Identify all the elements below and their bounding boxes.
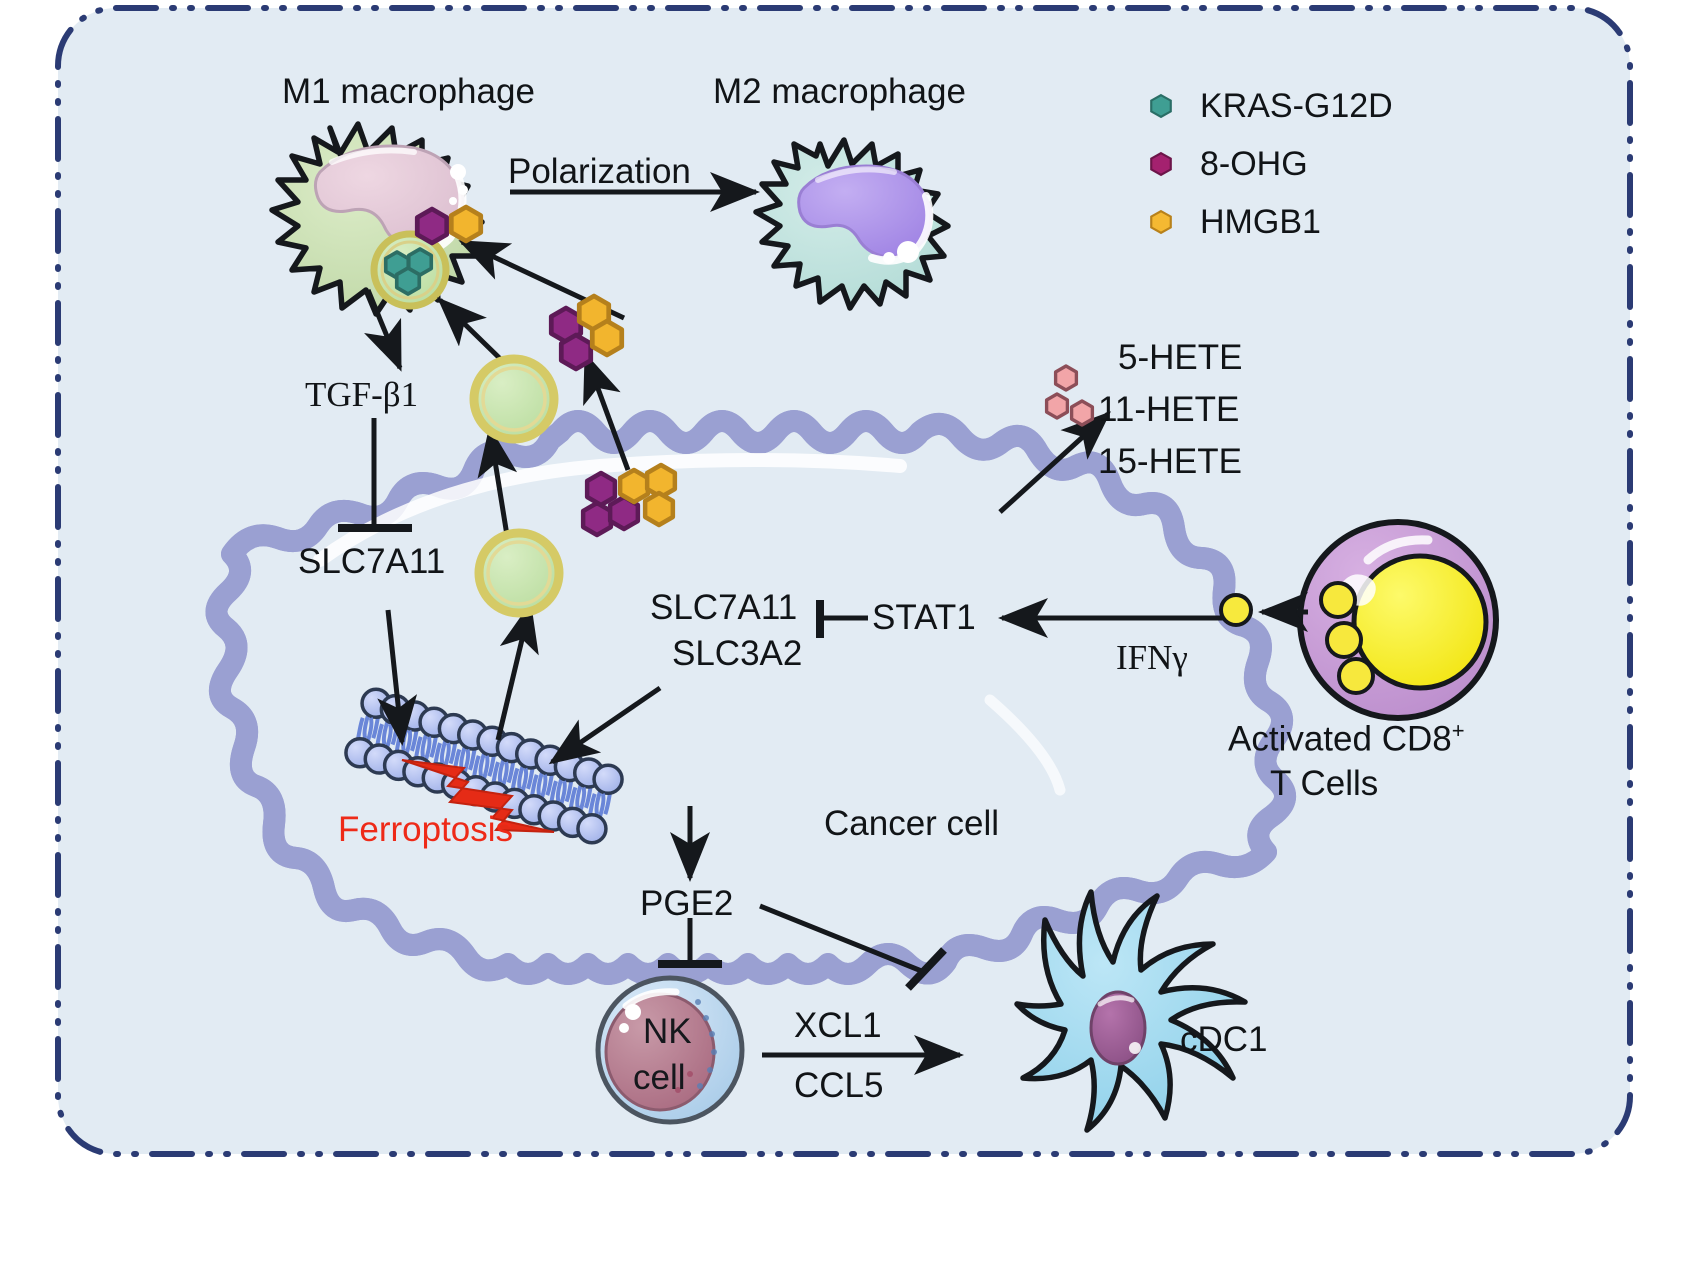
label-m2-macrophage: M2 macrophage (713, 72, 966, 111)
label-polarization: Polarization (508, 152, 691, 191)
hete-particle (1069, 399, 1095, 427)
inhibit-pge2-nk (658, 918, 722, 968)
lipid-head (592, 763, 624, 796)
label-15-hete: 15-HETE (1098, 442, 1242, 481)
lipid-head (576, 812, 608, 845)
exosome-lower (474, 528, 564, 618)
label-cd8-line2: T Cells (1270, 764, 1379, 803)
hexagon-icon (1150, 209, 1172, 235)
hexagon-icon (1150, 151, 1172, 177)
label-5-hete: 5-HETE (1118, 338, 1243, 377)
legend-item-kras: KRAS-G12D (1148, 82, 1393, 130)
hmgb1-particle (617, 467, 651, 505)
label-cd8-line1: Activated CD8+ (1228, 718, 1465, 760)
arrow-membrane-to-vesicle (495, 602, 539, 741)
hmgb1-particle (642, 490, 676, 528)
arrow-cancer-to-damps (583, 352, 631, 471)
label-nk-line1: NK (643, 1012, 692, 1051)
legend-item-8ohg: 8-OHG (1148, 140, 1393, 188)
label-ifn-gamma: IFNγ (1116, 638, 1188, 677)
hete-particle (1044, 392, 1070, 420)
label-cd8-text: Activated CD8 (1228, 719, 1452, 759)
label-nk-line2: cell (633, 1058, 686, 1097)
label-tgf-beta1: TGF-β1 (305, 375, 419, 414)
label-pge2: PGE2 (640, 884, 734, 923)
label-ccl5: CCL5 (794, 1066, 884, 1105)
label-slc7a11-left: SLC7A11 (298, 542, 446, 581)
inhibit-stat1-slc (816, 600, 868, 638)
8-ohg-particle (414, 206, 450, 246)
label-stat1: STAT1 (872, 598, 976, 637)
legend-item-hmgb1: HMGB1 (1148, 198, 1393, 246)
label-cancer-cell: Cancer cell (824, 804, 1000, 843)
8-ohg-particle (558, 332, 594, 372)
inhibit-tgfb1-slc7a11 (338, 418, 412, 532)
arrow-cancer-to-hetes (998, 411, 1111, 514)
hete-particle (1053, 364, 1079, 392)
m2-macrophage-cell (753, 137, 951, 311)
8-ohg-particle (584, 470, 618, 508)
label-11-hete: 11-HETE (1098, 390, 1240, 429)
legend-label-kras: KRAS-G12D (1200, 86, 1393, 125)
nk-cell (595, 975, 745, 1125)
cd8-t-cell (1297, 519, 1499, 721)
hmgb1-particle (589, 318, 625, 358)
8-ohg-particle (580, 500, 614, 538)
exosome-upper (469, 354, 559, 444)
inhibition-group (338, 418, 947, 991)
label-cd8-superscript: + (1451, 718, 1465, 743)
8-ohg-particle (607, 494, 641, 532)
label-cdc1: cDC1 (1180, 1020, 1268, 1059)
hmgb1-particle (448, 204, 484, 244)
arrow-slc-to-ferroptosis (548, 685, 662, 765)
ifn-gamma-particle (1219, 593, 1253, 627)
kras-g12d-particle (394, 266, 422, 296)
label-ferroptosis: Ferroptosis (338, 810, 514, 849)
legend-label-hmgb1: HMGB1 (1200, 202, 1321, 241)
cdc1-cell (1014, 889, 1248, 1133)
cancer-cell (216, 421, 1285, 974)
legend: KRAS-G12D 8-OHG HMGB1 (1148, 82, 1393, 256)
arrow-m1-to-tgfb1 (364, 289, 403, 372)
legend-label-8ohg: 8-OHG (1200, 144, 1308, 183)
label-m1-macrophage: M1 macrophage (282, 72, 535, 111)
label-slc3a2: SLC3A2 (672, 634, 803, 673)
arrow-group (364, 172, 1308, 1075)
arrow-slc7a11-to-bilayer (377, 609, 418, 746)
label-slc7a11-mid: SLC7A11 (650, 588, 798, 627)
inhibit-pge2-cdc1 (759, 903, 947, 991)
label-xcl1: XCL1 (794, 1006, 882, 1045)
hexagon-icon (1150, 93, 1172, 119)
